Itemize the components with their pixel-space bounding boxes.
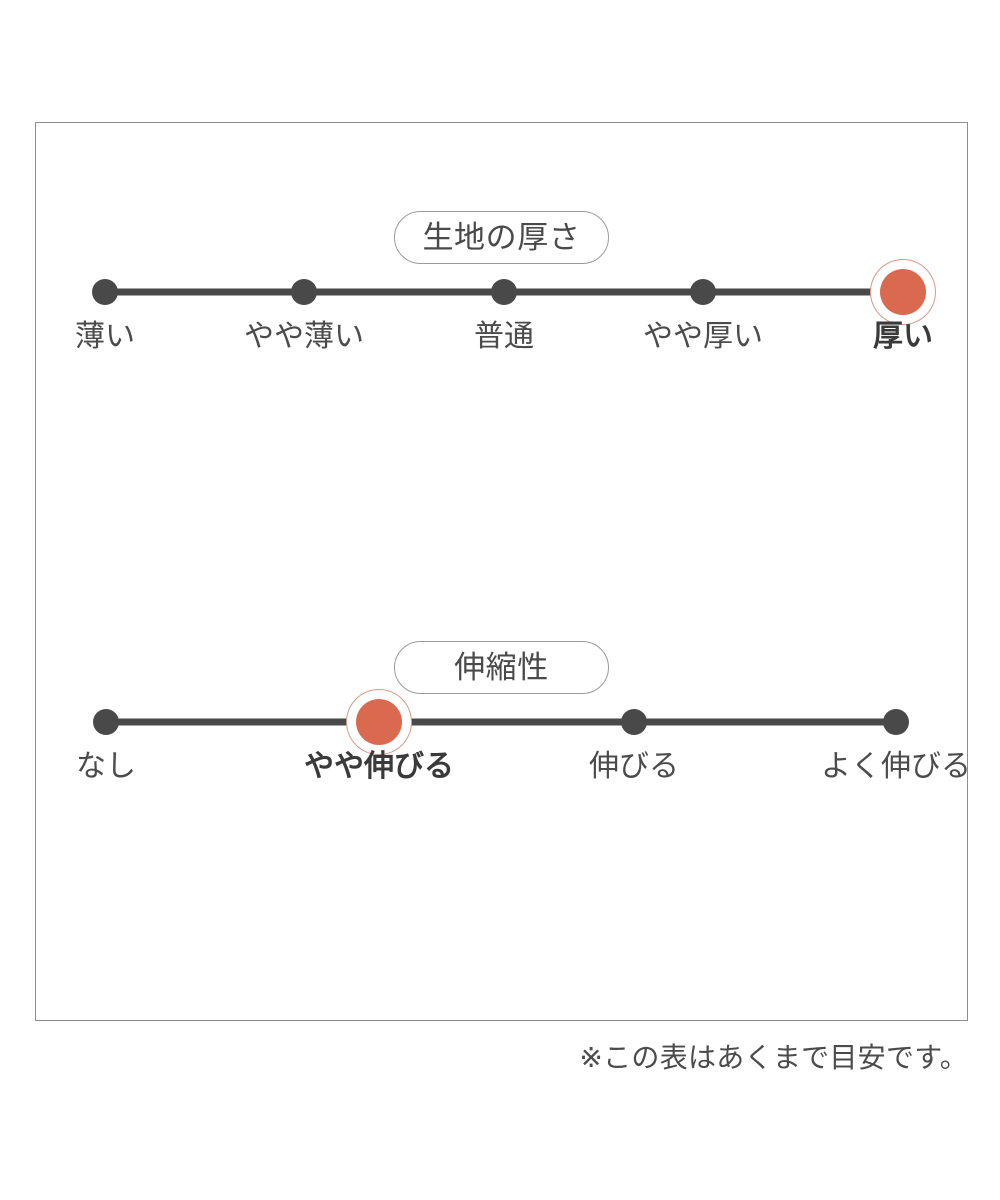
scale-dot-stretch-3[interactable]: [883, 709, 909, 735]
scale-label-thickness-0: 薄い: [75, 320, 135, 353]
scale-label-stretch-0: なし: [76, 750, 136, 783]
scale-label-stretch-2: 伸びる: [589, 750, 679, 783]
thickness-title-pill: 生地の厚さ: [394, 211, 609, 264]
scale-section-thickness: 生地の厚さ 薄い やや薄い 普通 やや厚い 厚い: [36, 211, 967, 372]
stretch-label-row: なし やや伸びる 伸びる よく伸びる: [36, 750, 971, 802]
fabric-spec-panel: 生地の厚さ 薄い やや薄い 普通 やや厚い 厚い 伸縮性 なし やや伸びる 伸びる よく伸びる: [35, 122, 971, 1021]
stretch-track: [106, 718, 896, 726]
thickness-title-wrap: 生地の厚さ: [36, 211, 967, 264]
thickness-label-row: 薄い やや薄い 普通 やや厚い 厚い: [36, 320, 963, 372]
scale-dot-thickness-0[interactable]: [92, 279, 118, 305]
scale-dot-thickness-3[interactable]: [690, 279, 716, 305]
stretch-scale-rail[interactable]: [36, 694, 956, 750]
scale-label-thickness-4: 厚い: [873, 320, 933, 353]
scale-dot-stretch-0[interactable]: [93, 709, 119, 735]
scale-dot-thickness-2[interactable]: [491, 279, 517, 305]
stretch-title-pill: 伸縮性: [394, 641, 609, 694]
scale-dot-stretch-2[interactable]: [621, 709, 647, 735]
scale-section-stretch: 伸縮性 なし やや伸びる 伸びる よく伸びる: [36, 641, 971, 802]
disclaimer-note: ※この表はあくまで目安です。: [579, 1042, 968, 1073]
scale-label-thickness-3: やや厚い: [643, 320, 763, 353]
scale-label-stretch-3: よく伸びる: [821, 750, 971, 783]
scale-dot-thickness-1[interactable]: [291, 279, 317, 305]
scale-label-thickness-2: 普通: [474, 320, 534, 353]
stretch-title-wrap: 伸縮性: [36, 641, 967, 694]
scale-label-thickness-1: やや薄い: [244, 320, 364, 353]
scale-dot-thickness-4-selected[interactable]: [880, 269, 926, 315]
scale-dot-stretch-1-selected[interactable]: [356, 699, 402, 745]
scale-label-stretch-1: やや伸びる: [304, 750, 454, 783]
thickness-scale-rail[interactable]: [36, 264, 963, 320]
